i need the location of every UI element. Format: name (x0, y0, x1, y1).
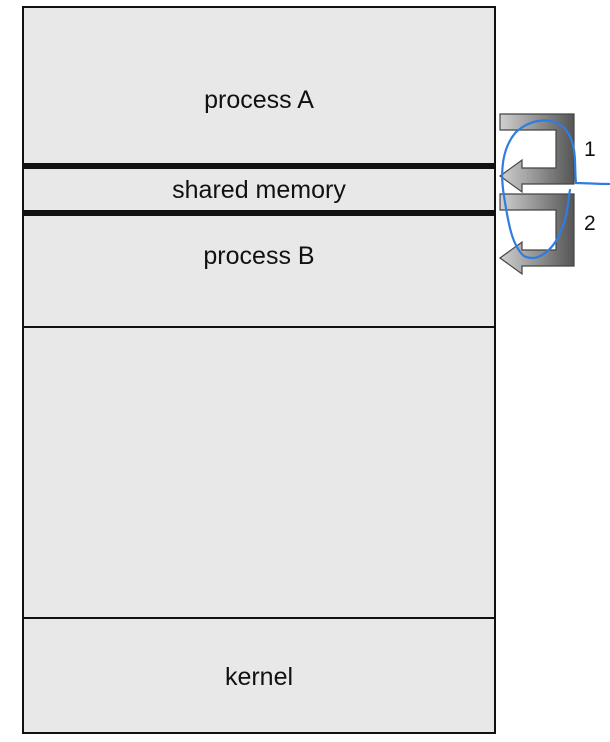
shared-memory-bottom-boundary (24, 210, 494, 216)
shared-memory-label: shared memory (172, 176, 346, 204)
process-a-label: process A (204, 86, 314, 114)
arrow-1-number: 1 (584, 138, 596, 161)
arrow-2-number: 2 (584, 212, 596, 235)
shared-memory-top-boundary (24, 163, 494, 169)
arrow-1-icon (498, 113, 575, 194)
memory-layout-diagram: process A shared memory process B kernel (22, 6, 496, 734)
handwritten-loop-annotation (501, 119, 610, 259)
process-b-label: process B (203, 242, 315, 270)
kernel-top-boundary (24, 617, 494, 619)
process-b-bottom-boundary (24, 326, 494, 328)
arrow-2-icon (498, 193, 575, 276)
kernel-label: kernel (224, 663, 294, 691)
